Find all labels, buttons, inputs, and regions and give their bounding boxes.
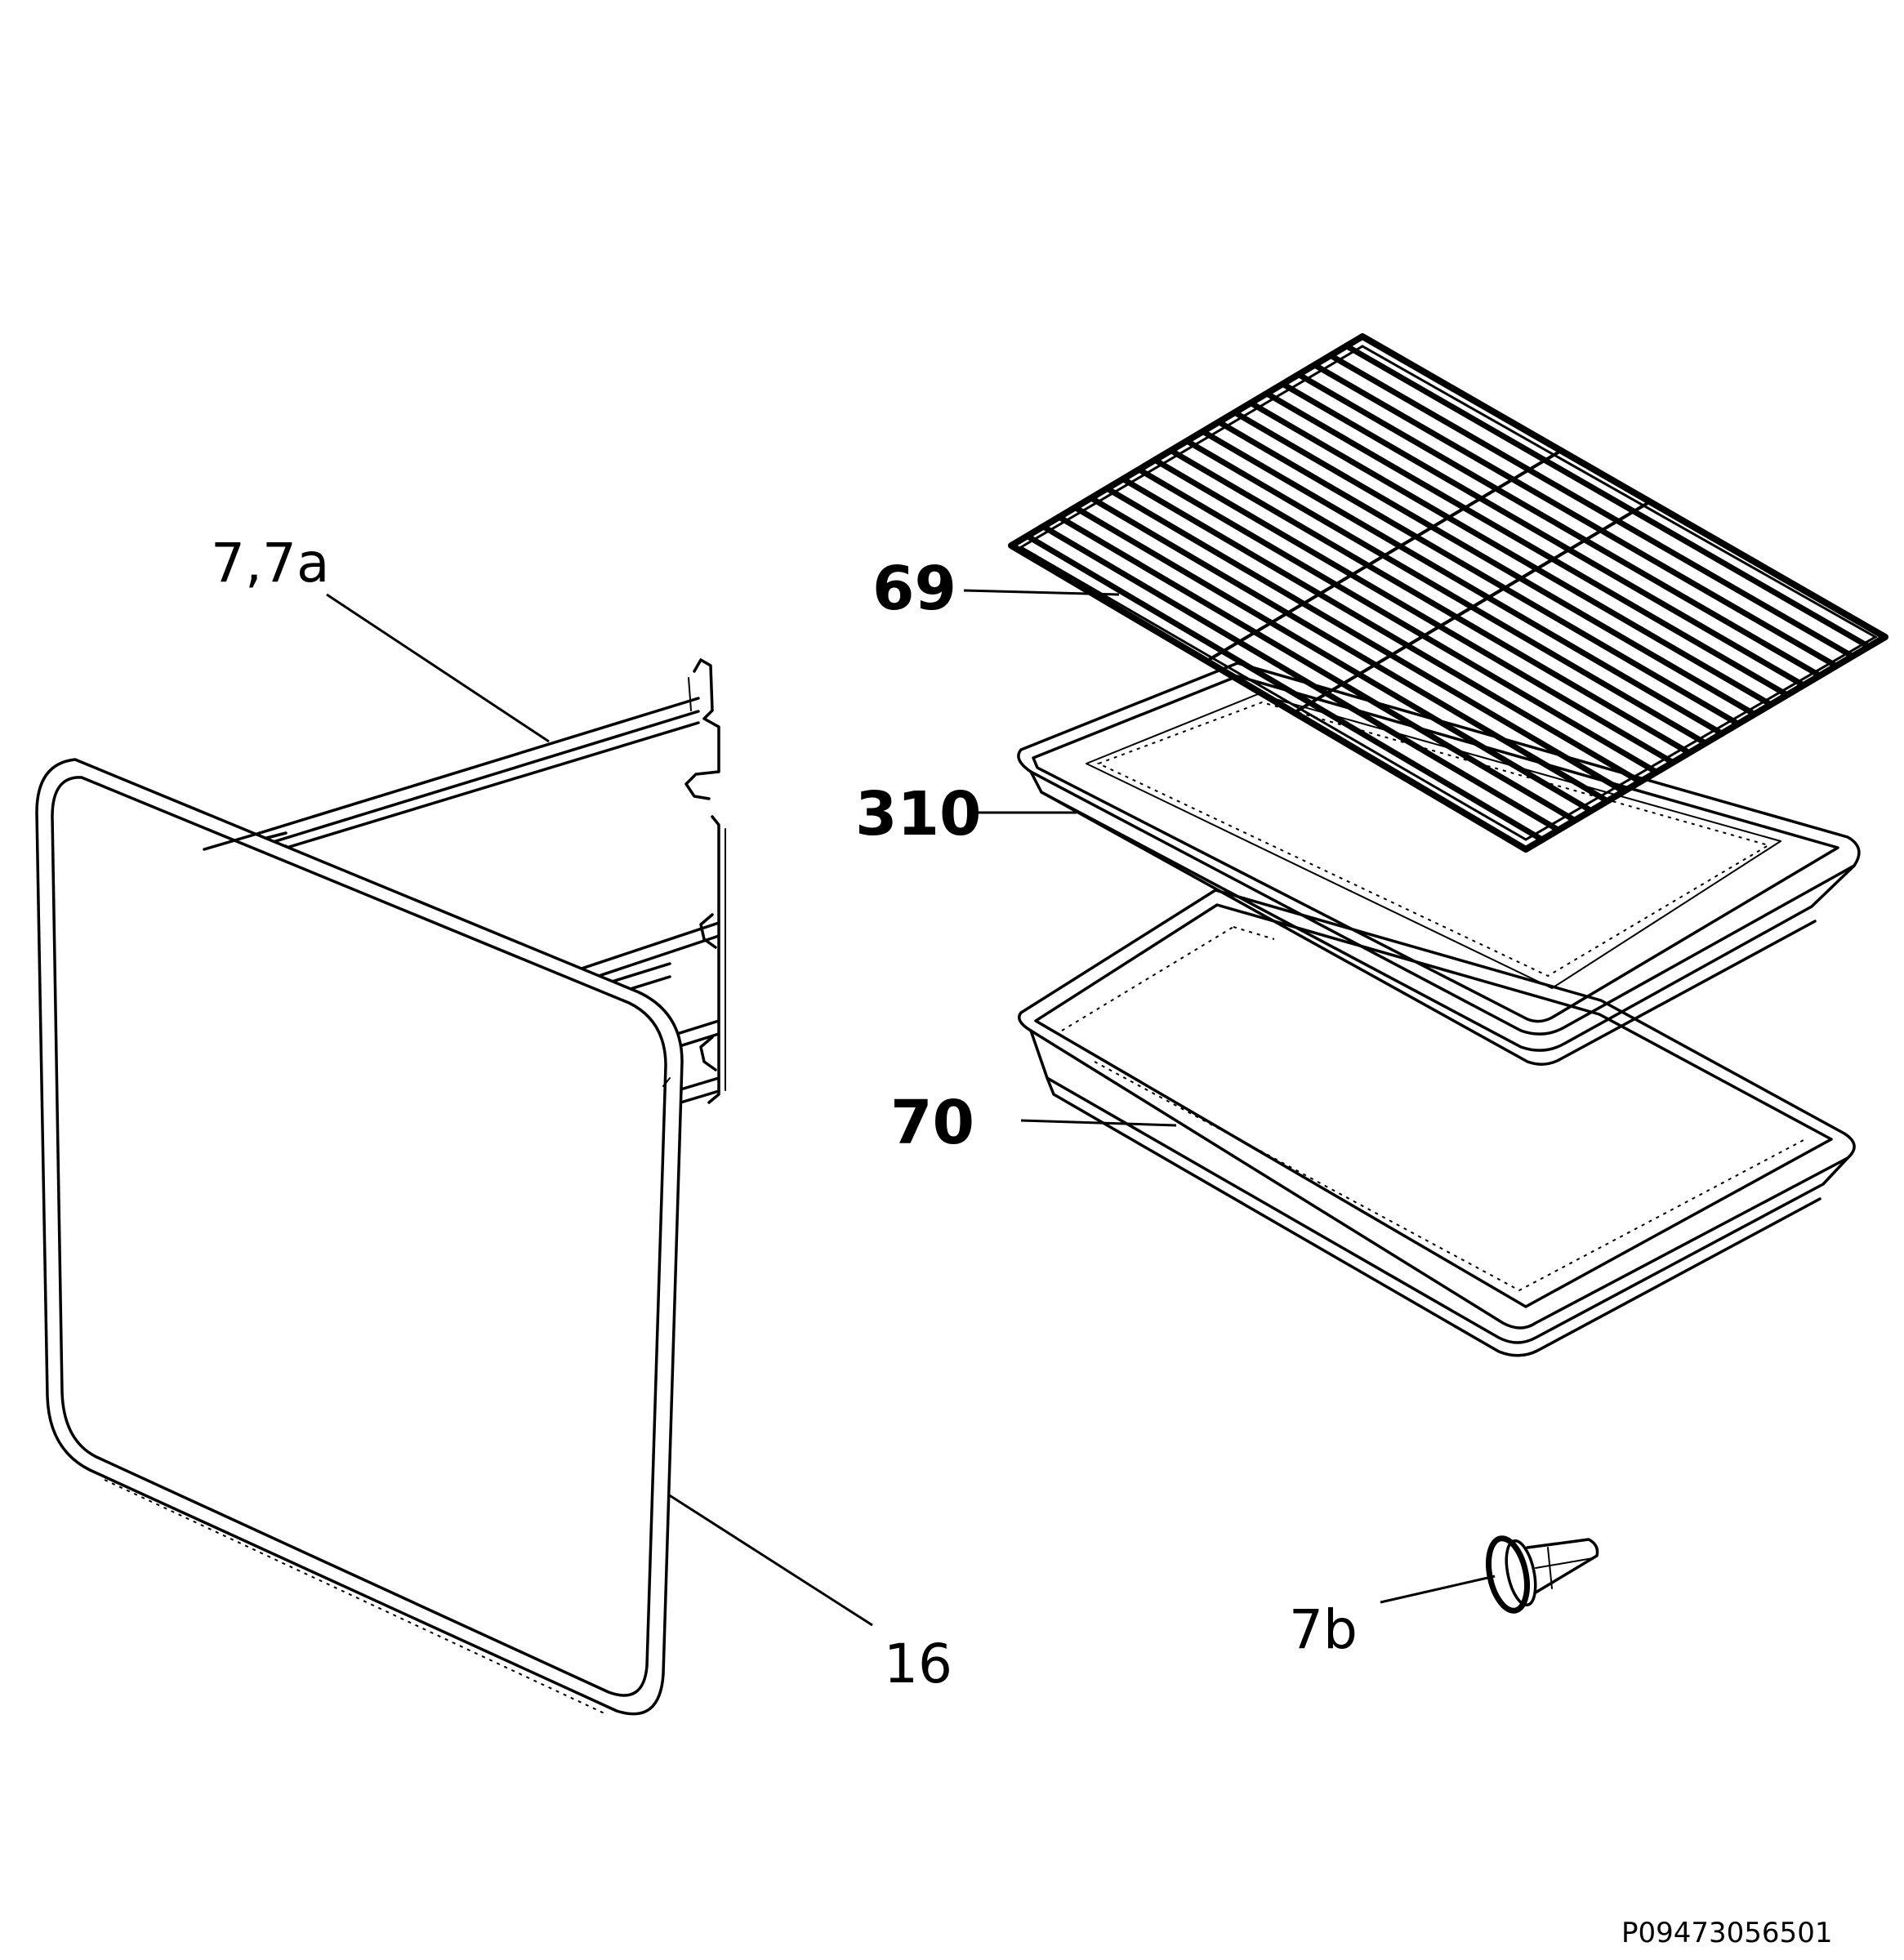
leader-lines bbox=[326, 589, 1496, 1627]
grill-pan-part bbox=[1017, 662, 1861, 1066]
baking-tray-part bbox=[1018, 889, 1856, 1357]
label-7b: 7b bbox=[1289, 1598, 1358, 1661]
label-69: 69 bbox=[872, 554, 956, 624]
leader-16 bbox=[667, 1493, 873, 1627]
leader-7b bbox=[1380, 1575, 1496, 1604]
leader-7-7a bbox=[326, 593, 550, 743]
grid-shelf-part bbox=[1008, 333, 1888, 853]
leader-70 bbox=[1020, 1119, 1177, 1127]
pin-part bbox=[1486, 1535, 1599, 1614]
reference-code: P09473056501 bbox=[1621, 1917, 1832, 1949]
label-7-7a: 7,7a bbox=[211, 532, 329, 595]
label-70: 70 bbox=[890, 1088, 974, 1158]
oven-panel-part bbox=[35, 758, 684, 1716]
leader-69 bbox=[963, 589, 1120, 596]
label-16: 16 bbox=[884, 1633, 952, 1695]
label-310: 310 bbox=[855, 779, 981, 849]
